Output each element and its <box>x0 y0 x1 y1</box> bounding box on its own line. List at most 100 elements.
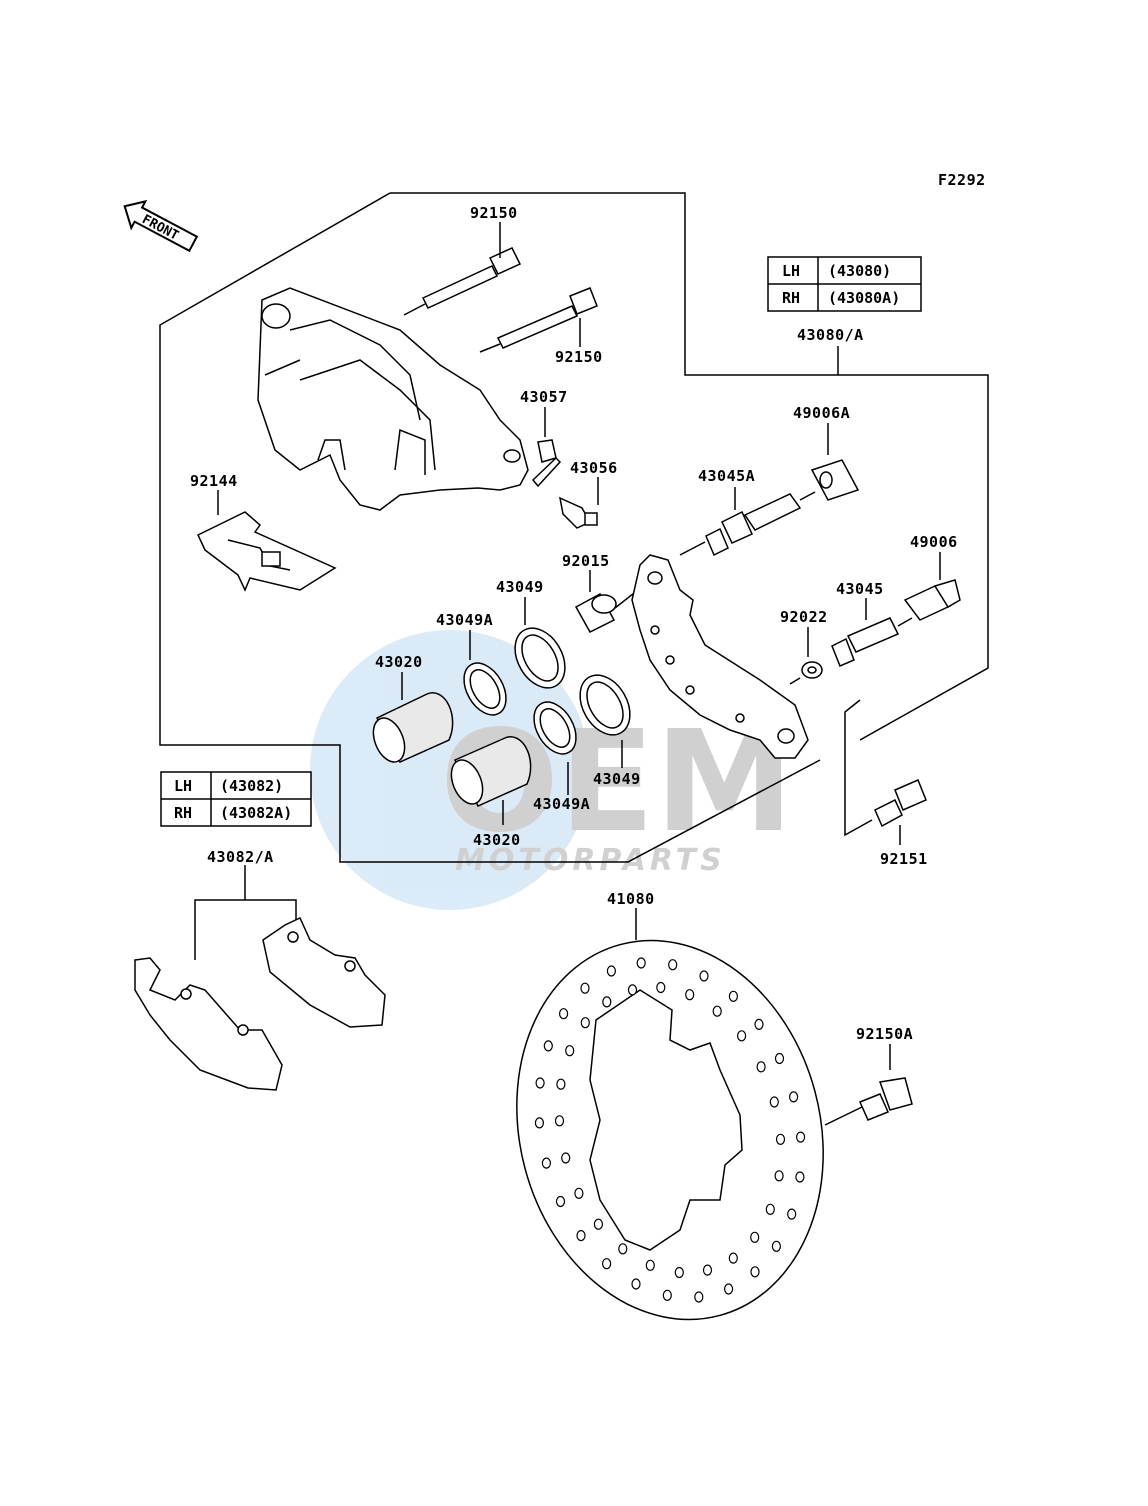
rotor-hole <box>795 1131 806 1143</box>
rotor-hole <box>795 1171 805 1183</box>
rotor-hole <box>769 1096 779 1108</box>
label-49006: 49006 <box>910 533 958 551</box>
seal-43049-upper <box>514 597 566 689</box>
table1-row1-side: LH <box>782 262 800 280</box>
table1-row2-part: (43080A) <box>828 289 900 307</box>
rotor-hole <box>561 1152 571 1164</box>
table2-row2-side: RH <box>174 804 192 822</box>
rotor-hole <box>554 1115 565 1127</box>
pin-92150-bottom <box>479 287 598 353</box>
table2-row1-part: (43082) <box>220 777 283 795</box>
caliper-group-outline <box>390 192 989 741</box>
rotor-hole <box>694 1291 704 1303</box>
label-43080a: 43080/A <box>797 326 864 344</box>
rotor-hole <box>602 996 612 1008</box>
rotor-hole <box>750 1266 760 1278</box>
label-43049a-upper: 43049A <box>436 611 493 629</box>
rotor-hole <box>541 1157 552 1169</box>
rotor-hole <box>555 1195 566 1208</box>
rotor-hole <box>606 965 617 977</box>
boot-49006a <box>810 423 860 501</box>
label-92022: 92022 <box>780 608 828 626</box>
rotor-hole <box>645 1259 655 1271</box>
watermark-globe-icon <box>310 630 590 910</box>
table2-row1-side: LH <box>174 777 192 795</box>
label-43020-lower: 43020 <box>473 831 521 849</box>
caliper-bracket <box>631 554 809 759</box>
label-43020-upper: 43020 <box>375 653 423 671</box>
diagram-code: F2292 <box>938 171 986 189</box>
rotor-hole <box>618 1243 628 1255</box>
rotor-hole <box>736 1030 747 1042</box>
slide-pin-43045a <box>679 487 816 557</box>
rotor-hole <box>627 984 638 996</box>
bolt-92150a <box>824 1044 913 1126</box>
pin-92150-top <box>403 247 522 316</box>
rotor-hole <box>754 1018 764 1031</box>
label-43049-upper: 43049 <box>496 578 544 596</box>
rotor-hole <box>765 1203 775 1215</box>
piston-43020-upper <box>372 672 454 763</box>
piston-43020-lower <box>450 736 532 825</box>
rotor-hole <box>750 1231 760 1243</box>
label-92151: 92151 <box>880 850 928 868</box>
brake-disc-41080 <box>516 908 824 1321</box>
seal-43049a-upper <box>463 630 507 716</box>
side-table-43080: LH (43080) RH (43080A) <box>767 256 922 312</box>
rotor-hole <box>723 1283 734 1295</box>
rotor-hole <box>774 1170 784 1182</box>
label-92150-bottom: 92150 <box>555 348 603 366</box>
label-43049-lower: 43049 <box>593 770 641 788</box>
label-43049a-lower: 43049A <box>533 795 590 813</box>
brake-pads-43082 <box>134 865 386 1091</box>
watermark-sub: MOTORPARTS <box>455 843 726 878</box>
label-43056: 43056 <box>570 459 618 477</box>
boot-49006 <box>903 552 961 621</box>
table2-row2-part: (43082A) <box>220 804 292 822</box>
label-43045: 43045 <box>836 580 884 598</box>
label-92144: 92144 <box>190 472 238 490</box>
rotor-hole <box>728 990 739 1002</box>
table1-row1-part: (43080) <box>828 262 891 280</box>
rotor-hole <box>656 981 666 994</box>
label-92015: 92015 <box>562 552 610 570</box>
rotor-hole <box>699 970 709 982</box>
bleeder-cap-43057 <box>531 407 562 488</box>
label-41080: 41080 <box>607 890 655 908</box>
caliper-group-outline-left <box>159 192 821 863</box>
rotor-hole <box>534 1117 545 1129</box>
label-43057: 43057 <box>520 388 568 406</box>
rotor-hole <box>535 1077 545 1089</box>
rotor-hole <box>565 1045 575 1057</box>
rotor-hole <box>771 1240 782 1252</box>
label-43082a: 43082/A <box>207 848 274 866</box>
label-92150a: 92150A <box>856 1025 913 1043</box>
rotor-hole <box>756 1061 766 1073</box>
pad-spring-92144 <box>197 490 337 592</box>
seal-43049-lower <box>579 674 631 768</box>
bolt-92151 <box>844 699 927 845</box>
table1-row2-side: RH <box>782 289 800 307</box>
rotor-hole <box>774 1052 785 1065</box>
boot-92015 <box>574 570 639 633</box>
rotor-hole <box>674 1266 684 1279</box>
rotor-hole <box>775 1133 786 1145</box>
label-49006a: 49006A <box>793 404 850 422</box>
rotor-hole <box>558 1008 569 1020</box>
rotor-hole <box>685 989 695 1001</box>
rotor-hole <box>593 1218 604 1230</box>
rotor-hole <box>702 1264 713 1276</box>
bleeder-valve-43056 <box>558 477 599 529</box>
label-92150-top: 92150 <box>470 204 518 222</box>
rotor-hole <box>788 1091 799 1103</box>
rotor-hole <box>636 957 646 969</box>
caliper-body <box>257 287 529 511</box>
rotor-hole <box>580 982 590 994</box>
rotor-hole <box>601 1258 612 1270</box>
rotor-hole <box>556 1078 566 1090</box>
rotor-hole <box>631 1278 641 1290</box>
washer-92022 <box>789 627 823 685</box>
rotor-hole <box>580 1017 590 1029</box>
